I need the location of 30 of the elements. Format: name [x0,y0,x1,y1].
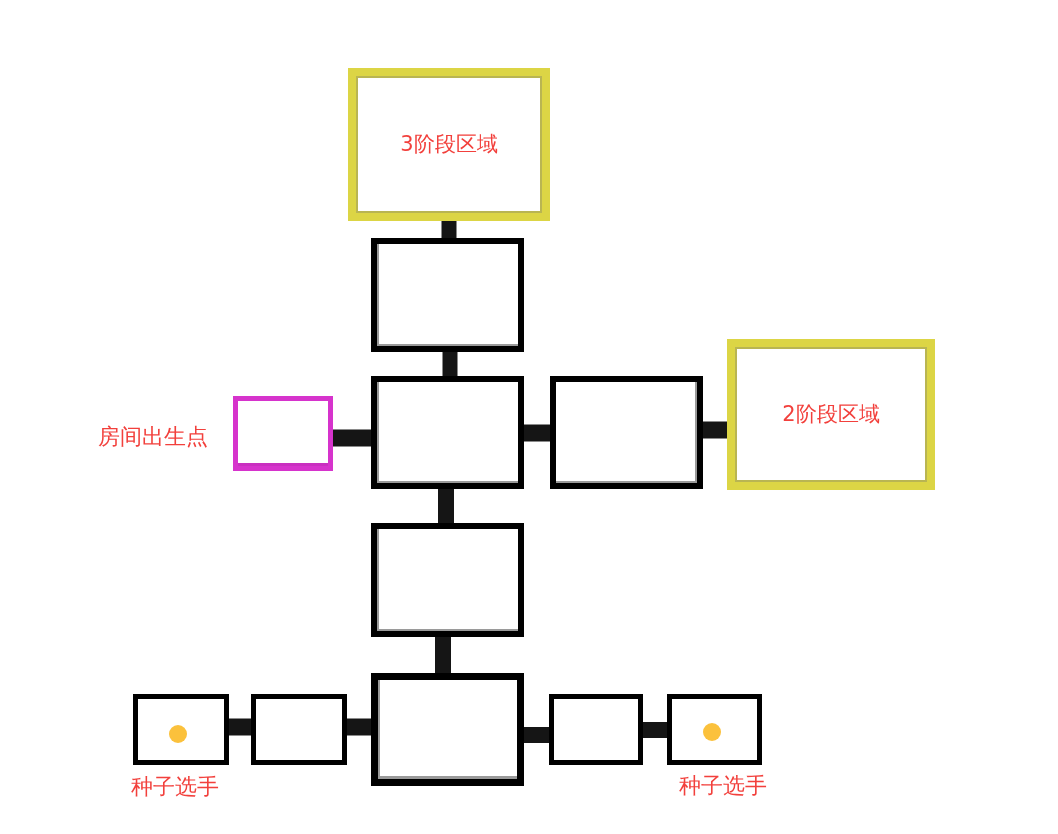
dot-icon [169,725,187,743]
connector [333,429,371,447]
connector [524,727,549,743]
box-label: 3阶段区域 [400,131,498,158]
room-box [667,694,762,765]
room-box [251,694,347,765]
region-box [348,68,550,221]
room-box [549,694,643,765]
connector [703,421,727,439]
room-box [371,238,524,352]
box-label: 2阶段区域 [782,401,880,428]
room-box [550,376,703,489]
connector [438,489,454,523]
room-box [133,694,229,765]
connector [347,718,371,736]
connector [441,221,457,238]
connector [442,352,458,376]
connector [435,637,451,673]
node-caption: 房间出生点 [98,424,208,451]
node-caption: 种子选手 [679,773,767,800]
connector [524,424,550,442]
connector [643,722,667,738]
region-box [727,339,935,490]
room-box [371,673,524,786]
room-box [371,523,524,637]
connector [229,718,251,736]
room-box [371,376,524,489]
room-box [233,396,333,471]
node-caption: 种子选手 [131,774,219,801]
dot-icon [703,723,721,741]
